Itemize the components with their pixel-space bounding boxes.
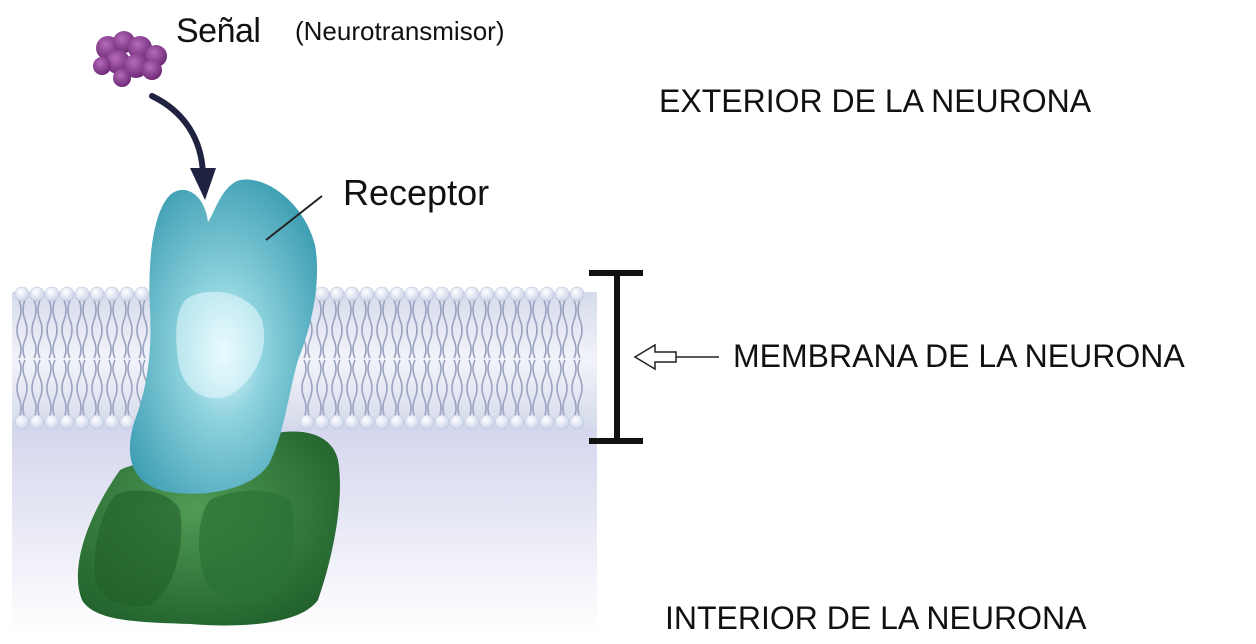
lipid-head <box>420 415 434 429</box>
lipid-head <box>435 415 449 429</box>
lipid-head <box>555 287 569 301</box>
lipid-head <box>75 287 89 301</box>
lipid-head <box>390 415 404 429</box>
lipid-head <box>510 287 524 301</box>
lipid-head <box>570 287 584 301</box>
lipid-head <box>540 415 554 429</box>
lipid-head <box>570 415 584 429</box>
lipid-head <box>420 287 434 301</box>
lipid-head <box>330 287 344 301</box>
lipid-head <box>330 415 344 429</box>
lipid-head <box>375 415 389 429</box>
lipid-head <box>540 287 554 301</box>
membrane-label: MEMBRANA DE LA NEURONA <box>733 338 1185 375</box>
lipid-head <box>120 415 134 429</box>
lipid-head <box>450 287 464 301</box>
interior-label: INTERIOR DE LA NEURONA <box>665 600 1086 637</box>
membrane-pointer-arrow <box>635 345 719 369</box>
lipid-head <box>360 415 374 429</box>
lipid-head <box>15 415 29 429</box>
lipid-head <box>315 415 329 429</box>
lipid-head <box>525 287 539 301</box>
lipid-head <box>75 415 89 429</box>
lipid-head <box>60 287 74 301</box>
lipid-head <box>375 287 389 301</box>
neurotransmitter-molecule <box>93 31 167 87</box>
lipid-head <box>45 287 59 301</box>
lipid-head <box>465 287 479 301</box>
lipid-head <box>480 287 494 301</box>
lipid-head <box>405 287 419 301</box>
lipid-head <box>435 287 449 301</box>
lipid-head <box>105 287 119 301</box>
lipid-head <box>30 287 44 301</box>
lipid-head <box>30 415 44 429</box>
lipid-head <box>525 415 539 429</box>
lipid-head <box>60 415 74 429</box>
lipid-head <box>390 287 404 301</box>
lipid-head <box>465 415 479 429</box>
binding-arrow <box>152 96 216 200</box>
lipid-head <box>555 415 569 429</box>
lipid-head <box>300 415 314 429</box>
lipid-head <box>135 287 149 301</box>
lipid-head <box>405 415 419 429</box>
lipid-head <box>495 287 509 301</box>
neurotransmitter-label: (Neurotransmisor) <box>295 16 505 47</box>
lipid-head <box>450 415 464 429</box>
lipid-head <box>90 287 104 301</box>
lipid-head <box>120 287 134 301</box>
lipid-head <box>360 287 374 301</box>
signal-label: Señal <box>176 12 260 51</box>
lipid-head <box>90 415 104 429</box>
lipid-head <box>315 287 329 301</box>
exterior-label: EXTERIOR DE LA NEURONA <box>659 83 1091 120</box>
lipid-head <box>345 287 359 301</box>
lipid-head <box>345 415 359 429</box>
lipid-head <box>105 415 119 429</box>
lipid-head <box>495 415 509 429</box>
lipid-head <box>510 415 524 429</box>
lipid-head <box>480 415 494 429</box>
receptor-label: Receptor <box>343 172 489 214</box>
lipid-head <box>45 415 59 429</box>
lipid-head <box>15 287 29 301</box>
